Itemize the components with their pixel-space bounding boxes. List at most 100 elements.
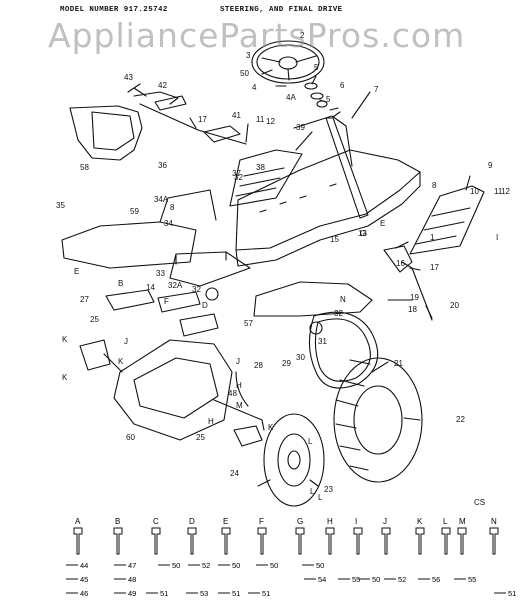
hardware-ref-number: 52 [202, 561, 210, 570]
callout-8: 8 [432, 181, 437, 190]
callout-59: 59 [130, 207, 139, 216]
callout-l: L [318, 493, 323, 502]
hardware-ref-number: 54 [318, 575, 326, 584]
callout-h: H [236, 381, 242, 390]
callout-33: 33 [156, 269, 165, 278]
transaxle [113, 339, 265, 441]
hardware-letter: H [327, 517, 333, 526]
seat [69, 83, 179, 161]
callout-19: 19 [410, 293, 419, 302]
callout-21: 21 [394, 359, 403, 368]
callout-41: 41 [232, 111, 241, 120]
callout-60: 60 [126, 433, 135, 442]
callout-28: 28 [254, 361, 263, 370]
hardware-letter: F [259, 517, 264, 526]
hardware-letter: E [223, 517, 228, 526]
hardware-letter: B [115, 517, 120, 526]
rear-fender-plate [61, 221, 197, 269]
hardware-letter: N [491, 517, 497, 526]
bolt-icon [257, 527, 267, 555]
callout-30: 30 [296, 353, 305, 362]
idler-pulley [205, 287, 219, 301]
bolt-icon [295, 527, 305, 555]
callout-32: 32 [334, 309, 343, 318]
callout-32a: 32A [168, 281, 183, 290]
left-foot-pedal [229, 149, 303, 207]
hardware-letter: K [417, 517, 423, 526]
hardware-ref-number: 51 [508, 589, 516, 598]
hardware-letter: D [189, 517, 195, 526]
section-title: STEERING, AND FINAL DRIVE [220, 6, 343, 14]
callout-4: 4 [252, 83, 257, 92]
bolt-icon [381, 527, 391, 555]
hardware-ref-number: 45 [80, 575, 88, 584]
wheel-rim [263, 413, 325, 507]
hardware-letter: I [355, 517, 357, 526]
callout-34: 34 [164, 219, 173, 228]
callout-4a: 4A [286, 93, 296, 102]
callout-43: 43 [124, 73, 133, 82]
callout-l: L [310, 487, 315, 496]
left-axle-hub [79, 339, 111, 371]
bolt-icon [187, 527, 197, 555]
callout-50: 50 [240, 69, 249, 78]
callout-57: 57 [244, 319, 253, 328]
callout-31: 31 [318, 337, 327, 346]
belt-pulley [309, 321, 323, 335]
callout-m: M [236, 401, 243, 410]
hardware-letter: M [459, 517, 466, 526]
watermark: AppliancePartsPros.com [48, 16, 466, 55]
bolt-icon [457, 527, 467, 555]
callout-27: 27 [80, 295, 89, 304]
hardware-letter: J [383, 517, 387, 526]
bolt-icon [151, 527, 161, 555]
hardware-letter: C [153, 517, 159, 526]
bolt-icon [415, 527, 425, 555]
hardware-ref-number: 44 [80, 561, 88, 570]
hardware-ref-number: 50 [316, 561, 324, 570]
callout-12: 12 [266, 117, 275, 126]
callout-f: F [164, 297, 169, 306]
steering-wheel [251, 40, 325, 84]
callout-n: N [340, 295, 346, 304]
lift-handle [154, 95, 187, 111]
callout-17: 17 [198, 115, 207, 124]
hardware-ref-number: 53 [200, 589, 208, 598]
corner-code: CS [474, 498, 486, 507]
pedal-bracket [203, 125, 241, 143]
hardware-ref-number: 50 [270, 561, 278, 570]
callout-1: 1 [430, 233, 435, 242]
bolt-icon [73, 527, 83, 555]
callout-22: 22 [456, 415, 465, 424]
bolt-icon [113, 527, 123, 555]
callout-g: G [360, 229, 366, 238]
callout-k: K [62, 335, 68, 344]
callout-b: B [118, 279, 123, 288]
callout-15: 15 [330, 235, 339, 244]
bolt-icon [325, 527, 335, 555]
callout-7: 7 [374, 85, 379, 94]
bolt-icon [489, 527, 499, 555]
hardware-ref-number: 48 [128, 575, 136, 584]
hardware-ref-number: 50 [172, 561, 180, 570]
hardware-ref-number: 47 [128, 561, 136, 570]
battery-tray [169, 251, 251, 287]
callout-d: D [202, 301, 208, 310]
callout-5: 5 [326, 95, 331, 104]
callout-48: 48 [228, 389, 237, 398]
model-number: MODEL NUMBER 917.25742 [60, 6, 168, 14]
callout-9: 9 [488, 161, 493, 170]
callout-25: 25 [90, 315, 99, 324]
callout-16: 16 [396, 259, 405, 268]
callout-11: 11 [494, 187, 503, 196]
callout-e: E [74, 267, 79, 276]
hardware-ref-number: 56 [432, 575, 440, 584]
rear-tire [333, 357, 423, 483]
hardware-letter: L [443, 517, 448, 526]
callout-58: 58 [80, 163, 89, 172]
hardware-ref-number: 52 [398, 575, 406, 584]
rear-fender [253, 281, 373, 317]
